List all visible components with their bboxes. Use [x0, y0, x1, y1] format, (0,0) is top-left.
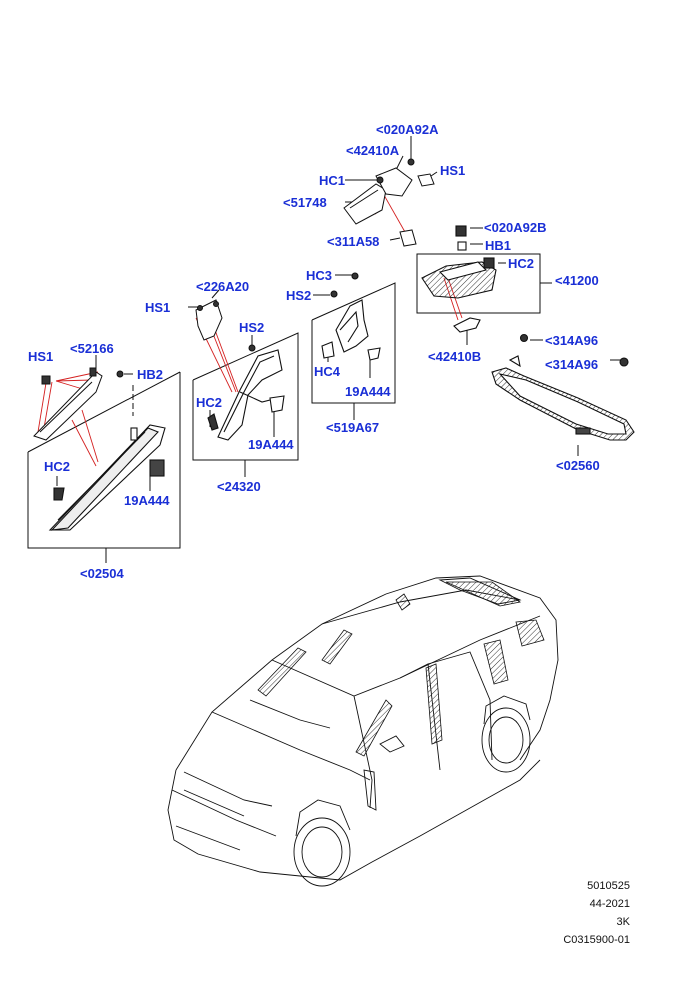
- vehicle-highlighted-parts: [257, 581, 545, 757]
- vehicle-outline: [167, 575, 559, 887]
- callout-hs2[interactable]: HS2: [239, 320, 265, 335]
- callout-02504[interactable]: <02504: [80, 566, 124, 581]
- callout-52166[interactable]: <52166: [70, 341, 114, 356]
- part-41200-trim: [421, 225, 497, 333]
- callout-42410b[interactable]: <42410B: [428, 349, 482, 364]
- callout-hb2[interactable]: HB2: [137, 367, 164, 382]
- callout-02560[interactable]: <02560: [556, 458, 600, 473]
- callout-hc2[interactable]: HC2: [508, 256, 535, 271]
- callout-hs1[interactable]: HS1: [28, 349, 54, 364]
- box-02504: [27, 372, 181, 549]
- callout-hc1[interactable]: HC1: [319, 173, 346, 188]
- drawing-revision: 3K: [616, 916, 630, 928]
- callout-hs2[interactable]: HS2: [286, 288, 312, 303]
- callout-51748[interactable]: <51748: [283, 195, 327, 210]
- callout-19a444[interactable]: 19A444: [248, 437, 294, 452]
- part-226a20-bracket: [195, 299, 256, 352]
- box-02504-top: [27, 371, 181, 453]
- part-02504-pillar-trim: [48, 424, 166, 531]
- callout-24320[interactable]: <24320: [217, 479, 261, 494]
- callout-hc2[interactable]: HC2: [44, 459, 71, 474]
- callout-41200[interactable]: <41200: [555, 273, 599, 288]
- callout-hs1[interactable]: HS1: [440, 163, 466, 178]
- callout-42410a[interactable]: <42410A: [346, 143, 400, 158]
- callout-hc2[interactable]: HC2: [196, 395, 223, 410]
- callout-314a96[interactable]: <314A96: [545, 357, 599, 372]
- callout-hs1[interactable]: HS1: [145, 300, 171, 315]
- callout-226a20[interactable]: <226A20: [196, 279, 250, 294]
- part-02560-trim: [491, 333, 635, 441]
- box-24320: [192, 332, 299, 461]
- part-52166-bracket: [33, 367, 124, 441]
- callout-020a92a[interactable]: <020A92A: [376, 122, 439, 137]
- callout-19a444[interactable]: 19A444: [124, 493, 170, 508]
- part-519a67-pillar-trim: [321, 272, 381, 361]
- callout-hc4[interactable]: HC4: [314, 364, 341, 379]
- drawing-number: 5010525: [587, 880, 630, 892]
- drawing-reference: C0315900-01: [563, 934, 630, 946]
- callout-020a92b[interactable]: <020A92B: [484, 220, 547, 235]
- box-519a67: [311, 282, 396, 404]
- callout-hb1[interactable]: HB1: [485, 238, 512, 253]
- part-24320-pillar-trim: [207, 349, 285, 441]
- callout-hc3[interactable]: HC3: [306, 268, 333, 283]
- callout-311a58[interactable]: <311A58: [327, 234, 380, 249]
- drawing-date: 44-2021: [589, 898, 630, 910]
- callout-314a96[interactable]: <314A96: [545, 333, 599, 348]
- callout-19a444[interactable]: 19A444: [345, 384, 391, 399]
- part-51748-bracket: [343, 158, 435, 247]
- callout-519a67[interactable]: <519A67: [326, 420, 380, 435]
